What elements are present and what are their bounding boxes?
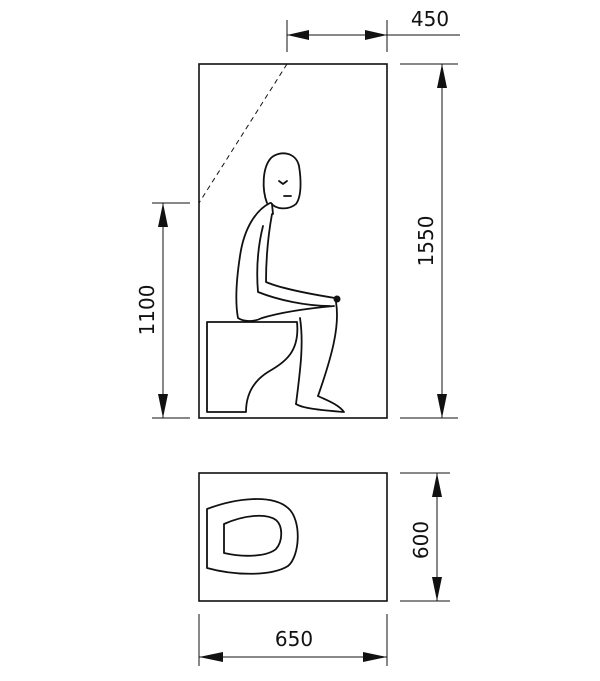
toilet-bowl-side-profile	[206, 321, 299, 413]
dimension-label-650: 650	[275, 627, 313, 651]
person-neck-front	[271, 203, 274, 215]
toilet-bowl-plan-inner	[223, 514, 283, 557]
toilet-bowl-plan-outer	[206, 498, 299, 575]
dimension-plan-depth: 600	[400, 472, 450, 602]
person-foot	[295, 395, 345, 413]
person-back	[235, 202, 271, 322]
plan-view-boundary	[198, 472, 388, 602]
person-hand	[333, 295, 341, 303]
person-thigh	[261, 305, 335, 319]
arrowhead-bottom	[158, 394, 168, 418]
dimension-label-1550: 1550	[414, 216, 438, 267]
person-arm	[265, 213, 336, 299]
side-elevation	[198, 63, 388, 419]
person-head	[262, 152, 302, 210]
dimension-label-1100: 1100	[135, 285, 159, 336]
arrowhead-top	[158, 203, 168, 227]
person-eye	[278, 180, 288, 185]
door-swing-dashed-line	[198, 63, 288, 204]
person-arm-inner	[256, 225, 331, 307]
arrowhead-bottom	[432, 577, 442, 601]
arrowhead-left	[287, 30, 309, 40]
arrowhead-top	[432, 473, 442, 497]
arrowhead-right	[363, 652, 387, 662]
dimension-top-width: 450	[286, 7, 460, 52]
person-shin-back	[295, 317, 303, 405]
dimension-total-height: 1550	[400, 63, 458, 419]
arrowhead-bottom	[437, 394, 447, 418]
seated-person-figure	[235, 152, 345, 413]
arrowhead-right	[365, 30, 387, 40]
dimension-plan-width: 650	[198, 614, 388, 666]
arrowhead-top	[437, 64, 447, 88]
arrowhead-left	[199, 652, 223, 662]
side-elevation-boundary	[198, 63, 388, 419]
person-shin-front	[317, 301, 338, 397]
plan-view	[198, 472, 388, 602]
dimension-label-600: 600	[409, 521, 433, 559]
dimension-seat-height: 1100	[135, 202, 190, 419]
dimension-label-450: 450	[411, 7, 449, 31]
